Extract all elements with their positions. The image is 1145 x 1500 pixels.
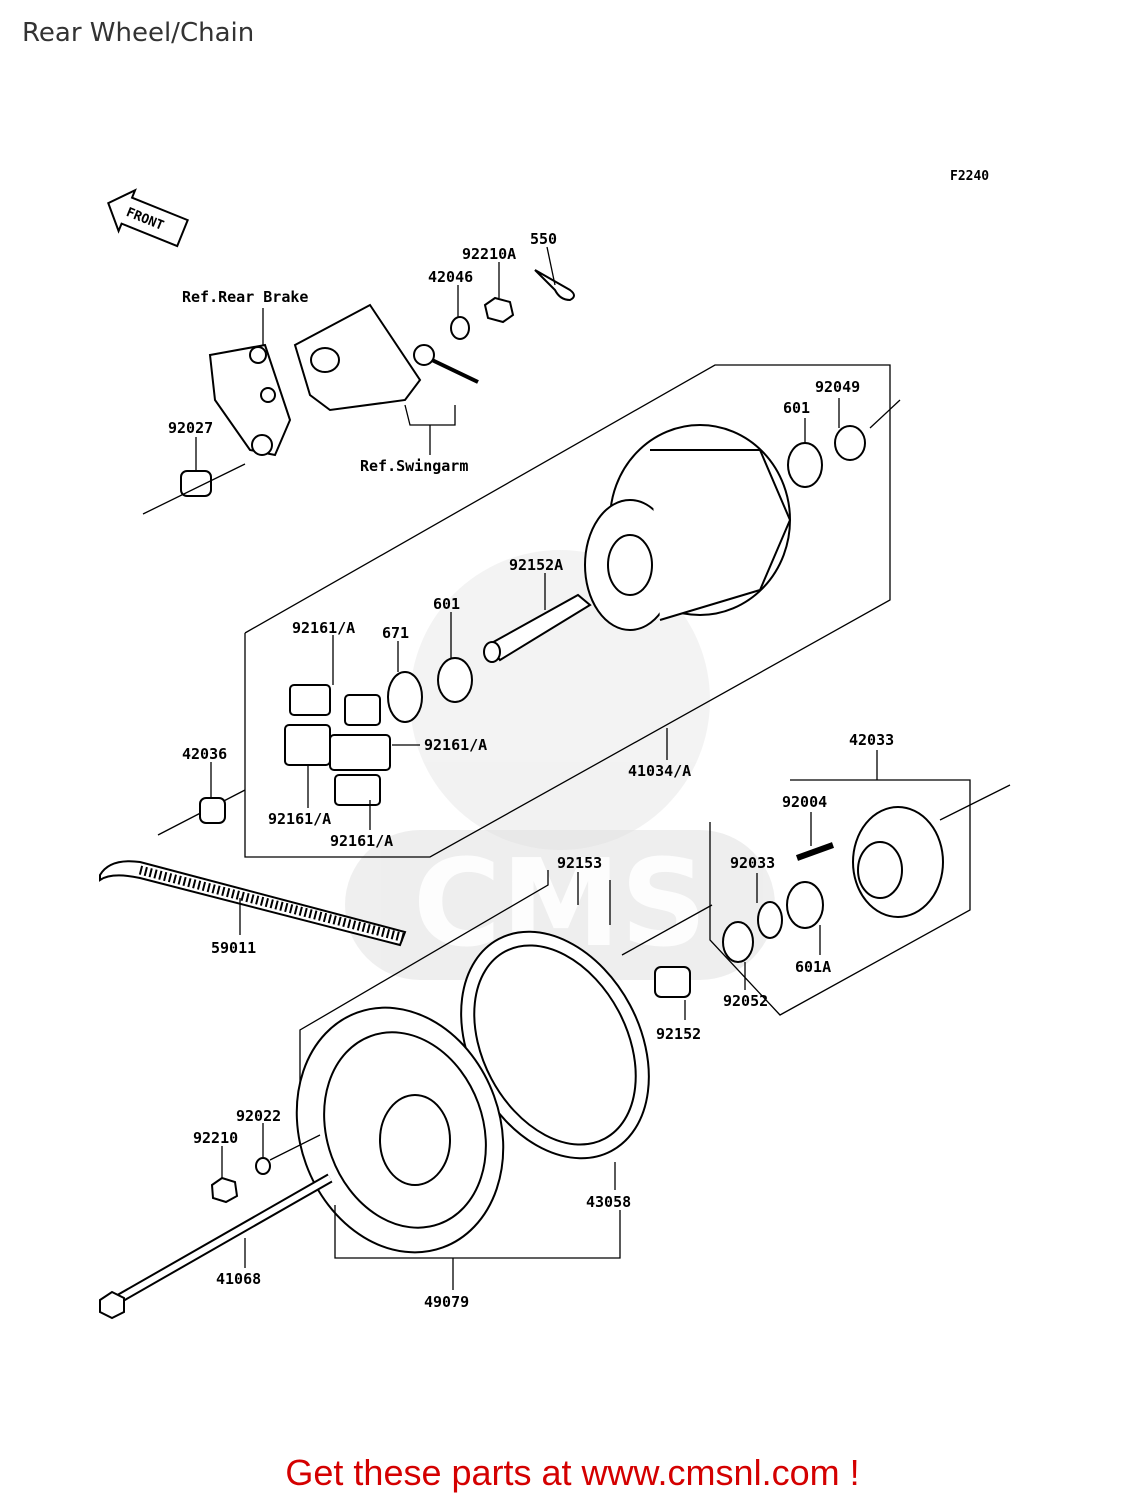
adjuster-bolt-part xyxy=(413,344,479,384)
coupling-outline xyxy=(709,779,971,1016)
bearing-601-mid-part xyxy=(437,657,473,703)
part-label-601-mid: 601 xyxy=(433,595,460,613)
collar-92027-part xyxy=(180,470,212,497)
nut-92210a-part xyxy=(483,296,515,324)
part-label-41034a: 41034/A xyxy=(628,762,691,780)
washer-92022-part xyxy=(255,1157,271,1175)
collar-92152-part xyxy=(654,966,691,998)
part-label-550: 550 xyxy=(530,230,557,248)
part-label-92153: 92153 xyxy=(557,854,602,872)
part-label-92161a-bl: 92161/A xyxy=(268,810,331,828)
part-label-671: 671 xyxy=(382,624,409,642)
part-label-92152: 92152 xyxy=(656,1025,701,1043)
stud-92004-part xyxy=(795,842,835,861)
axle-41068-part xyxy=(99,1173,333,1320)
part-label-42033: 42033 xyxy=(849,731,894,749)
circlip-92033-part xyxy=(757,901,783,939)
footer-promo-link[interactable]: Get these parts at www.cmsnl.com ! xyxy=(285,1452,860,1493)
ref-rear-brake-label: Ref.Rear Brake xyxy=(182,288,308,306)
part-label-92033: 92033 xyxy=(730,854,775,872)
diagram-code: F2240 xyxy=(950,169,989,184)
hub-assembly-outline xyxy=(244,364,891,858)
part-label-92004: 92004 xyxy=(782,793,827,811)
hub-part xyxy=(584,424,792,631)
part-label-92052: 92052 xyxy=(723,992,768,1010)
bearing-601a-part xyxy=(786,881,824,929)
damper-92161a-part xyxy=(284,684,391,806)
seal-92052-part xyxy=(722,921,754,963)
part-label-92210: 92210 xyxy=(193,1129,238,1147)
part-label-92161a-bottom: 92161/A xyxy=(330,832,393,850)
part-label-42046: 42046 xyxy=(428,268,473,286)
bearing-601-top-part xyxy=(787,442,823,488)
part-label-42036: 42036 xyxy=(182,745,227,763)
part-label-92161a-right: 92161/A xyxy=(424,736,487,754)
part-label-41068: 41068 xyxy=(216,1270,261,1288)
part-label-92161a-top: 92161/A xyxy=(292,619,355,637)
part-label-601a: 601A xyxy=(795,958,831,976)
sprocket-ring-43058-part xyxy=(460,930,650,1160)
part-label-601-top: 601 xyxy=(783,399,810,417)
part-label-49079: 49079 xyxy=(424,1293,469,1311)
sleeve-92152a-part xyxy=(483,593,592,663)
wheel-49079-part xyxy=(295,1006,505,1254)
front-arrow-icon: FRONT xyxy=(107,188,189,248)
part-label-92210a: 92210A xyxy=(462,245,516,263)
collar-42036-part xyxy=(199,797,226,824)
part-label-92152a: 92152A xyxy=(509,556,563,574)
part-label-92049: 92049 xyxy=(815,378,860,396)
ref-swingarm-label: Ref.Swingarm xyxy=(360,457,468,475)
coupling-42033-part xyxy=(852,806,944,918)
page-title: Rear Wheel/Chain xyxy=(22,18,255,48)
drive-belt-59011-part xyxy=(99,860,407,947)
washer-42046-part xyxy=(450,316,470,340)
part-label-59011: 59011 xyxy=(211,939,256,957)
seal-92049-part xyxy=(834,425,866,461)
o-ring-671-part xyxy=(387,671,423,723)
part-label-92022: 92022 xyxy=(236,1107,281,1125)
part-label-43058: 43058 xyxy=(586,1193,631,1211)
nut-92210-part xyxy=(210,1176,239,1204)
part-label-92027: 92027 xyxy=(168,419,213,437)
brake-bracket-part xyxy=(208,303,422,457)
